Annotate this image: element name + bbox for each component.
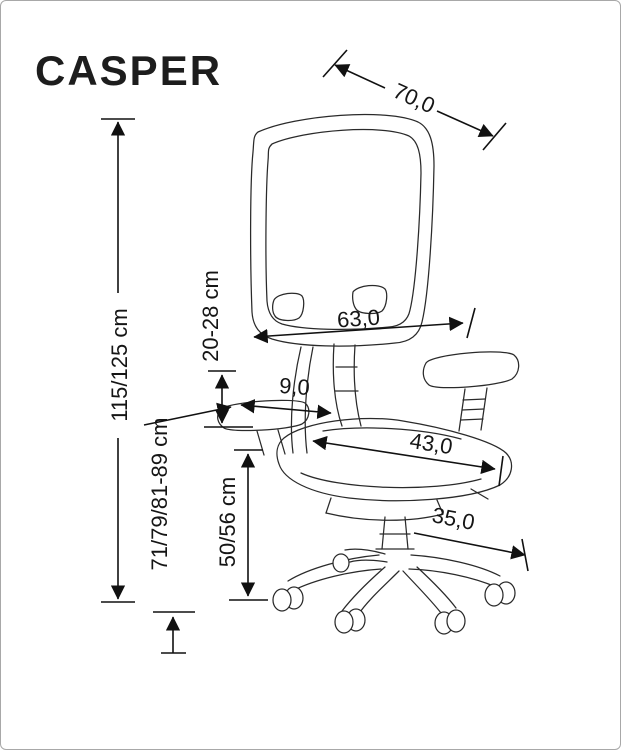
armrest-right-notch-2	[461, 408, 485, 411]
base-leg-frontright-bottom	[402, 570, 442, 614]
adjust-lever	[470, 488, 489, 500]
dim-top-width-tick-end	[482, 122, 507, 151]
caster-left	[272, 586, 304, 612]
armrest-left-pad	[217, 399, 310, 432]
dim-armrest-line	[240, 399, 332, 419]
back-spine-left	[332, 343, 343, 427]
base-leg-back	[344, 548, 388, 563]
armrest-right-notch-3	[460, 418, 484, 421]
dim-top-width: 70,0	[322, 49, 507, 151]
dim-top-width-line-b	[436, 110, 494, 137]
back-support-bar-2	[304, 346, 314, 454]
dim-top-width-label: 70,0	[389, 78, 438, 119]
dim-seat-depth-line	[312, 435, 496, 475]
armrest-right-pad	[422, 351, 520, 389]
dim-back-width: 63,0	[253, 305, 476, 344]
dim-base-leg-line	[413, 532, 526, 560]
dim-overall-height: 115/125 cm	[101, 118, 135, 603]
dim-back-width-line	[253, 316, 464, 344]
dim-seat-height-range: 71/79/81-89 cm	[143, 402, 232, 654]
dim-back-adjust: 20-28 cm	[198, 270, 253, 428]
base-leg-left-bottom	[291, 568, 382, 592]
dim-base-leg: 35,0	[413, 502, 529, 572]
dim-top-width-line-a	[334, 64, 386, 89]
caster-right	[484, 581, 516, 607]
dim-seat-height-range-label: 71/79/81-89 cm	[147, 418, 172, 571]
armrest-left-post-2	[277, 429, 286, 455]
dim-seat-depth: 43,0	[312, 428, 504, 487]
lumbar-cutout-left	[272, 292, 305, 322]
dim-seat-depth-tick-end	[498, 455, 504, 487]
armrest-left-post-1	[256, 430, 265, 456]
base-leg-frontleft-bottom	[357, 570, 400, 616]
dim-seat-height-range-leader	[143, 402, 232, 426]
dim-top-width-tick-start	[322, 49, 348, 78]
seat-outline	[276, 417, 513, 502]
dim-back-width-tick-end	[466, 307, 476, 339]
dim-armrest-label: 9,0	[278, 373, 310, 400]
base-leg-frontleft-top	[341, 566, 386, 612]
dim-seat-depth-label: 43,0	[408, 428, 454, 459]
gas-lift-right	[404, 516, 409, 550]
base-leg-left-top	[287, 554, 380, 582]
backrest-inner-frame	[265, 129, 422, 331]
dim-overall-height-label: 115/125 cm	[107, 308, 132, 421]
dimension-annotations: 70,0 115/125 cm 20-28 cm 63,0	[101, 49, 529, 654]
dim-height-mid: 50/56 cm	[215, 449, 268, 601]
dim-base-leg-label: 35,0	[430, 502, 477, 535]
mechanism-right-edge	[436, 499, 444, 515]
dim-armrest: 9,0	[240, 373, 332, 419]
mechanism-pan	[325, 512, 444, 521]
base-leg-right-bottom	[408, 568, 497, 588]
base-leg-right-top	[410, 554, 501, 577]
caster-front-left	[334, 608, 366, 634]
page-title: CASPER	[35, 47, 222, 94]
gas-lift-left	[381, 516, 386, 550]
seat-front-contour	[300, 472, 482, 489]
dim-back-adjust-label: 20-28 cm	[198, 270, 223, 362]
dim-base-leg-tick-end	[521, 538, 529, 572]
armrest-right-notch-1	[462, 398, 486, 401]
dim-back-width-label: 63,0	[336, 305, 380, 333]
base-leg-frontright-top	[416, 566, 457, 609]
mechanism-left-edge	[325, 497, 332, 514]
back-spine-right	[353, 344, 362, 427]
chair-line-art	[217, 113, 520, 635]
caster-back	[332, 553, 350, 573]
seat-top-crease	[322, 427, 462, 440]
dim-height-mid-label: 50/56 cm	[215, 477, 240, 568]
lumbar-cutout-right	[352, 284, 388, 315]
caster-front-right	[434, 609, 466, 635]
